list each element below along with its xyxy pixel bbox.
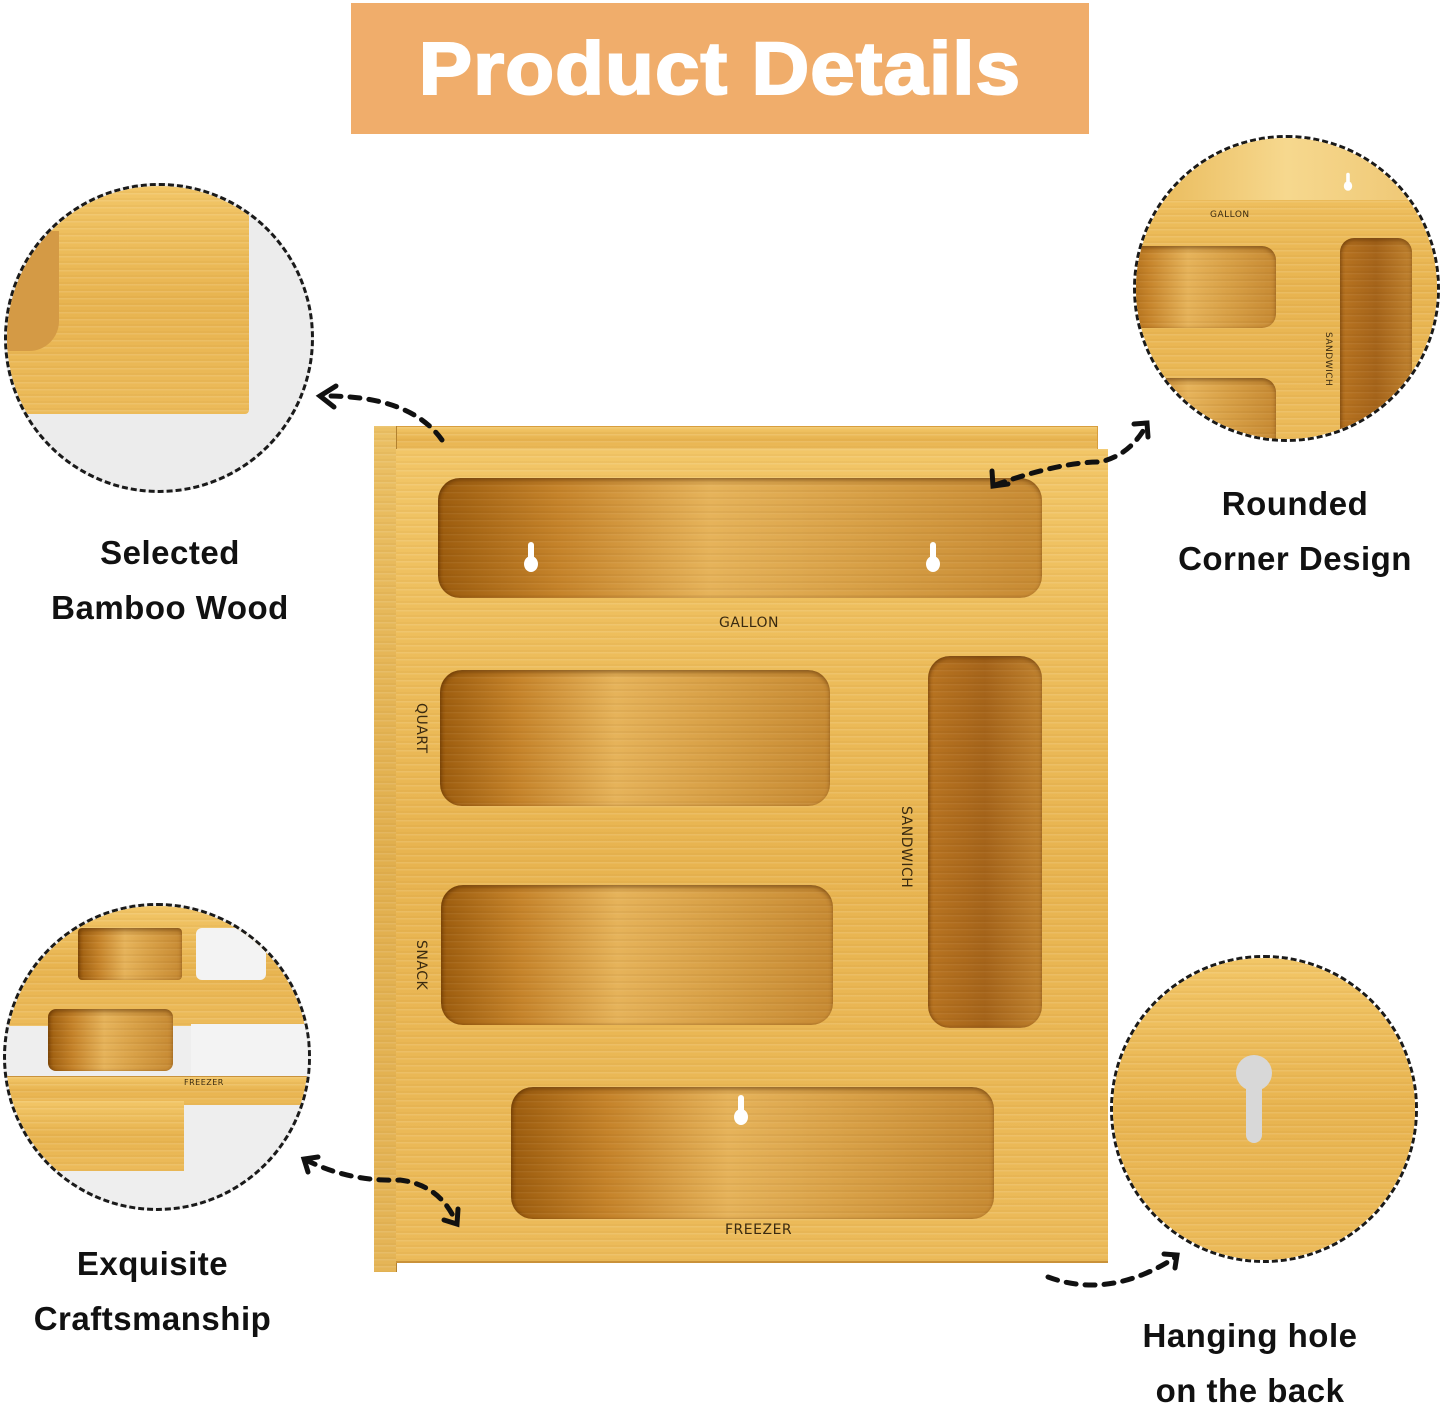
- craft-top-slot: [78, 928, 182, 980]
- gallon-slot: [438, 478, 1042, 598]
- hanging-hole-icon: [1236, 1055, 1272, 1145]
- rounded-top-slot-area: [1136, 138, 1437, 200]
- rounded-sandwich-slot: [1340, 238, 1412, 439]
- craft-base-block: [6, 1101, 184, 1171]
- craft-freezer-label: FREEZER: [184, 1078, 224, 1087]
- detail-circle-hanging-hole: [1110, 955, 1418, 1263]
- rounded-sandwich-label: SANDWICH: [1323, 332, 1333, 387]
- sandwich-label: SANDWICH: [898, 806, 914, 889]
- organizer-side-edge: [374, 426, 397, 1272]
- snack-slot: [441, 885, 833, 1025]
- craft-mid-gap: [191, 1024, 308, 1082]
- detail-circle-rounded-corner: GALLON SANDWICH: [1133, 135, 1440, 442]
- banner-title: Product Details: [418, 26, 1022, 111]
- keyhole-icon: [524, 542, 538, 576]
- gallon-label: GALLON: [719, 615, 780, 631]
- feature-caption-hanging: Hanging hole on the back: [1142, 1317, 1358, 1409]
- rounded-gallon-label: GALLON: [1210, 210, 1250, 220]
- freezer-label: FREEZER: [725, 1222, 793, 1238]
- rounded-snack-slot: [1136, 378, 1276, 439]
- quart-slot: [440, 670, 830, 806]
- feature-caption-rounded: Rounded Corner Design: [1178, 485, 1412, 577]
- organizer-lid: [374, 426, 1098, 452]
- rounded-quart-slot: [1136, 246, 1276, 328]
- keyhole-icon: [1343, 172, 1353, 193]
- detail-circle-craftsmanship: FREEZER: [3, 903, 311, 1211]
- freezer-slot: [511, 1087, 994, 1219]
- keyhole-icon: [734, 1095, 748, 1129]
- sandwich-slot: [928, 656, 1042, 1028]
- craft-lower-rail: [6, 1076, 308, 1105]
- quart-label: QUART: [413, 703, 429, 754]
- keyhole-icon: [926, 542, 940, 576]
- detail-circle-bamboo-wood: [4, 183, 314, 493]
- bamboo-corner-cutout: [7, 231, 59, 351]
- feature-caption-bamboo: Selected Bamboo Wood: [51, 534, 289, 626]
- snack-label: SNACK: [413, 940, 429, 991]
- craft-top-gap: [196, 928, 266, 980]
- feature-caption-craftsmanship: Exquisite Craftsmanship: [33, 1245, 272, 1337]
- product-details-banner: Product Details: [351, 3, 1089, 134]
- hanging-back-closeup: [1113, 958, 1415, 1260]
- craft-mid-slot: [48, 1009, 173, 1071]
